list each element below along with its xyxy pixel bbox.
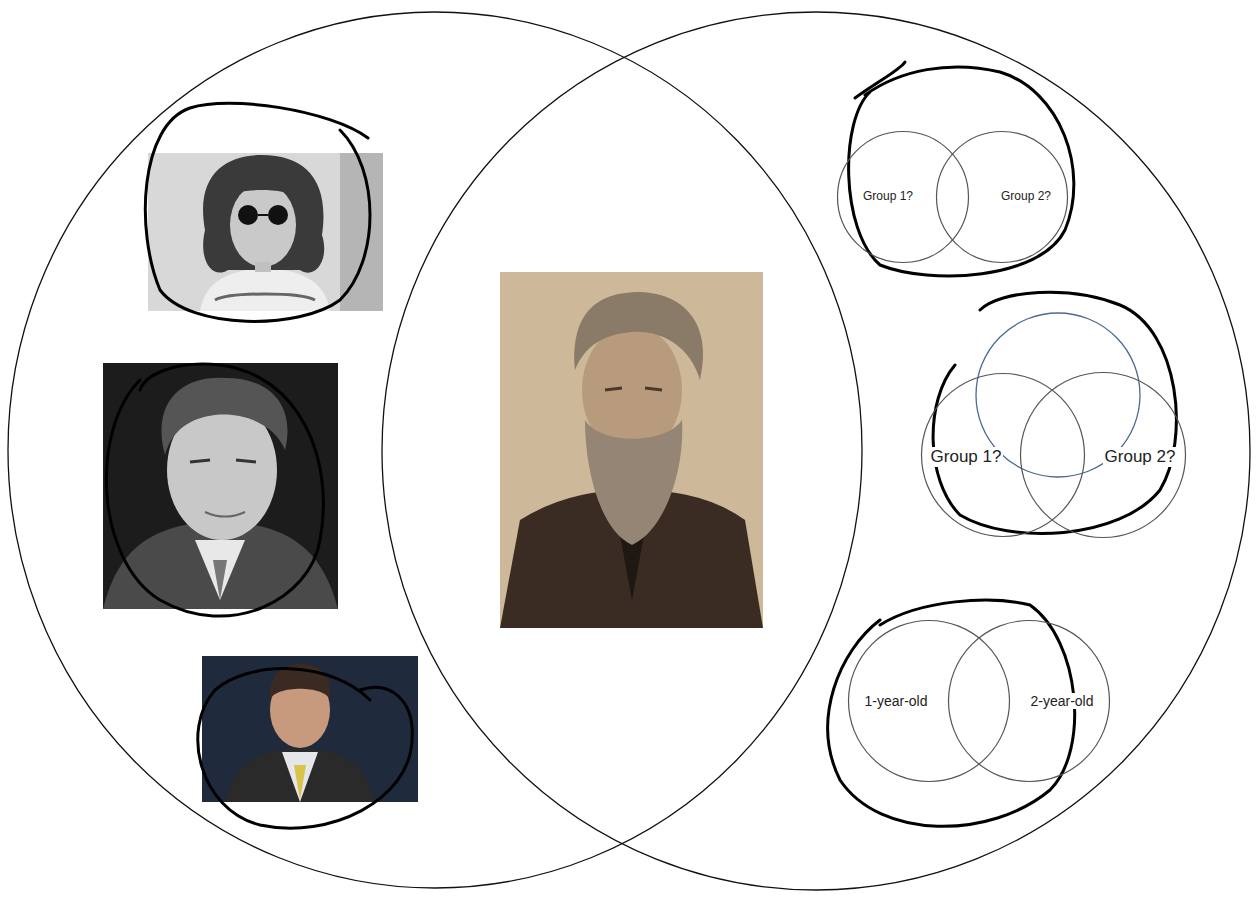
group-label: Group 1?: [929, 447, 1004, 467]
circle-outline: [949, 621, 1110, 782]
portrait-photo: [500, 272, 763, 628]
circle-outline: [937, 132, 1068, 263]
venn-circle: 1-year-old: [848, 620, 1010, 782]
venn-circle: Group 2?: [936, 131, 1068, 263]
group-label: Group 2?: [1103, 447, 1178, 467]
venn-circle: Group 2?: [1020, 372, 1186, 538]
big-left-circle: [8, 12, 862, 888]
circle-outline: [838, 132, 969, 263]
big-right-circle: [382, 12, 1250, 890]
group-label: 1-year-old: [862, 693, 929, 709]
hand-drawn-loops: [106, 62, 1176, 828]
group-label: Group 1?: [861, 190, 915, 204]
venn-circle: Group 1?: [837, 131, 969, 263]
circle-outline: [1021, 373, 1186, 538]
circle-outline: [849, 621, 1010, 782]
venn-circle: Group 1?: [921, 373, 1085, 537]
portrait-photo: [148, 153, 383, 311]
portrait-photo: [103, 363, 338, 609]
group-label: Group 2?: [999, 190, 1053, 204]
circle-outline: [922, 374, 1085, 537]
venn-circle: 2-year-old: [948, 620, 1110, 782]
group-label: 2-year-old: [1028, 693, 1095, 709]
